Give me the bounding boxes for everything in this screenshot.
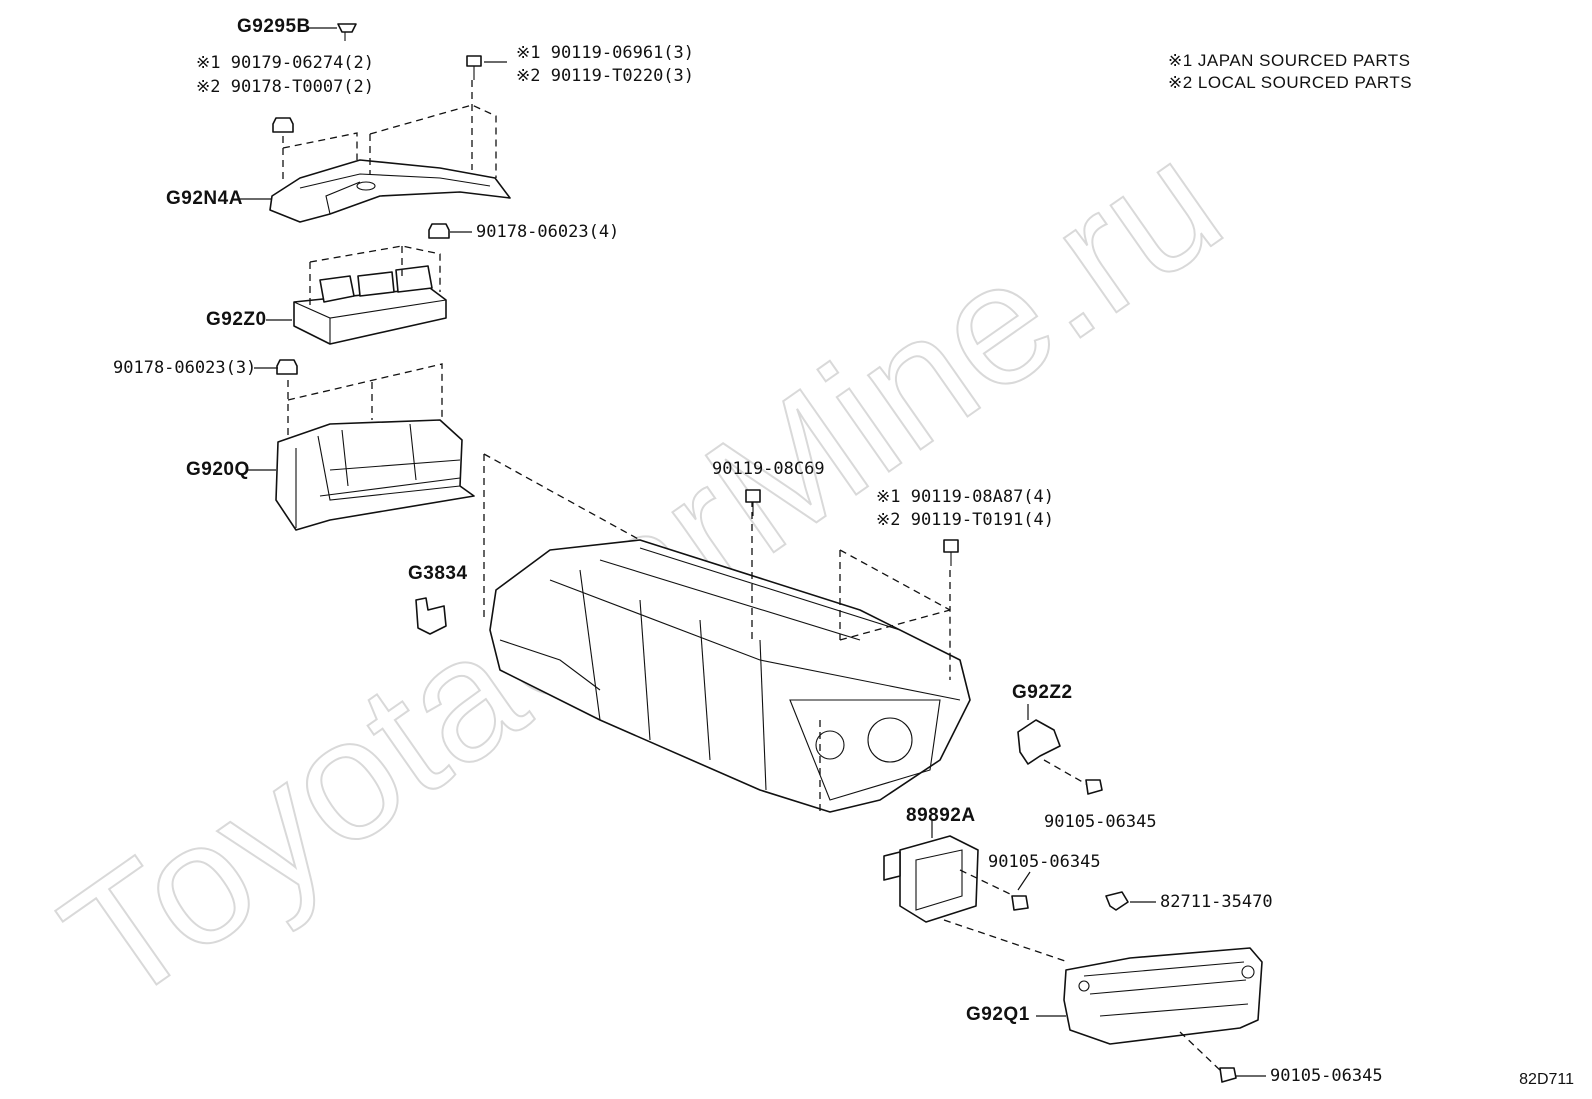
label-nut-top-local: ※2 90178-T0007(2) (196, 77, 375, 97)
clip-82711-35470-drawing (1105, 891, 1129, 911)
bolt-top-drawing (466, 55, 482, 80)
junction-block-g92z0-drawing (293, 265, 447, 345)
sourcing-legend: ※1 JAPAN SOURCED PARTS ※2 LOCAL SOURCED … (1168, 50, 1412, 94)
label-nut-mid-3: 90178-06023(3) (113, 358, 257, 378)
label-bolt-08c69: 90119-08C69 (712, 459, 825, 479)
cover-g92n4a-drawing (269, 159, 511, 223)
label-g92z0: G92Z0 (206, 309, 267, 330)
label-g3834: G3834 (408, 563, 468, 584)
hv-battery-assembly-drawing (489, 539, 971, 813)
bracket-g92z2-drawing (1017, 719, 1061, 765)
label-bolt-08a87-japan: ※1 90119-08A87(4) (876, 487, 1055, 507)
nut-top-drawing (272, 117, 294, 133)
label-g92n4a: G92N4A (166, 188, 243, 209)
bolt-06345-a-drawing (1085, 779, 1103, 795)
label-clip-82711-35470: 82711-35470 (1160, 892, 1273, 912)
nut-mid-3-drawing (276, 359, 298, 375)
label-g9295b: G9295B (237, 16, 311, 37)
label-g920q: G920Q (186, 459, 250, 480)
bracket-g920q-drawing (275, 419, 475, 531)
clip-g9295b-drawing (337, 23, 357, 41)
label-bolt-06345-c: 90105-06345 (1270, 1066, 1383, 1086)
label-bolt-t0191-local: ※2 90119-T0191(4) (876, 510, 1055, 530)
label-89892a: 89892A (906, 805, 976, 826)
bolt-06345-c-drawing (1219, 1067, 1237, 1083)
label-bolt-top-local: ※2 90119-T0220(3) (516, 66, 695, 86)
bolt-08c69-drawing (745, 489, 761, 516)
nut-mid-4-drawing (428, 223, 450, 239)
bolt-06345-b-drawing (1011, 895, 1029, 911)
label-bolt-top-japan: ※1 90119-06961(3) (516, 43, 695, 63)
bracket-g3834-drawing (415, 597, 447, 635)
label-g92z2: G92Z2 (1012, 682, 1073, 703)
label-nut-mid-4: 90178-06023(4) (476, 222, 620, 242)
computer-89892a-drawing (883, 835, 979, 923)
label-bolt-06345-a: 90105-06345 (1044, 812, 1157, 832)
label-bolt-06345-b: 90105-06345 (988, 852, 1101, 872)
diagram-reference-code: 82D711 (1519, 1071, 1574, 1088)
label-g92q1: G92Q1 (966, 1004, 1030, 1025)
legend-japan-sourced: ※1 JAPAN SOURCED PARTS (1168, 51, 1411, 70)
bracket-g92q1-drawing (1063, 947, 1263, 1045)
legend-local-sourced: ※2 LOCAL SOURCED PARTS (1168, 73, 1413, 92)
label-nut-top-japan: ※1 90179-06274(2) (196, 53, 375, 73)
bolt-08a87-drawing (943, 539, 959, 566)
